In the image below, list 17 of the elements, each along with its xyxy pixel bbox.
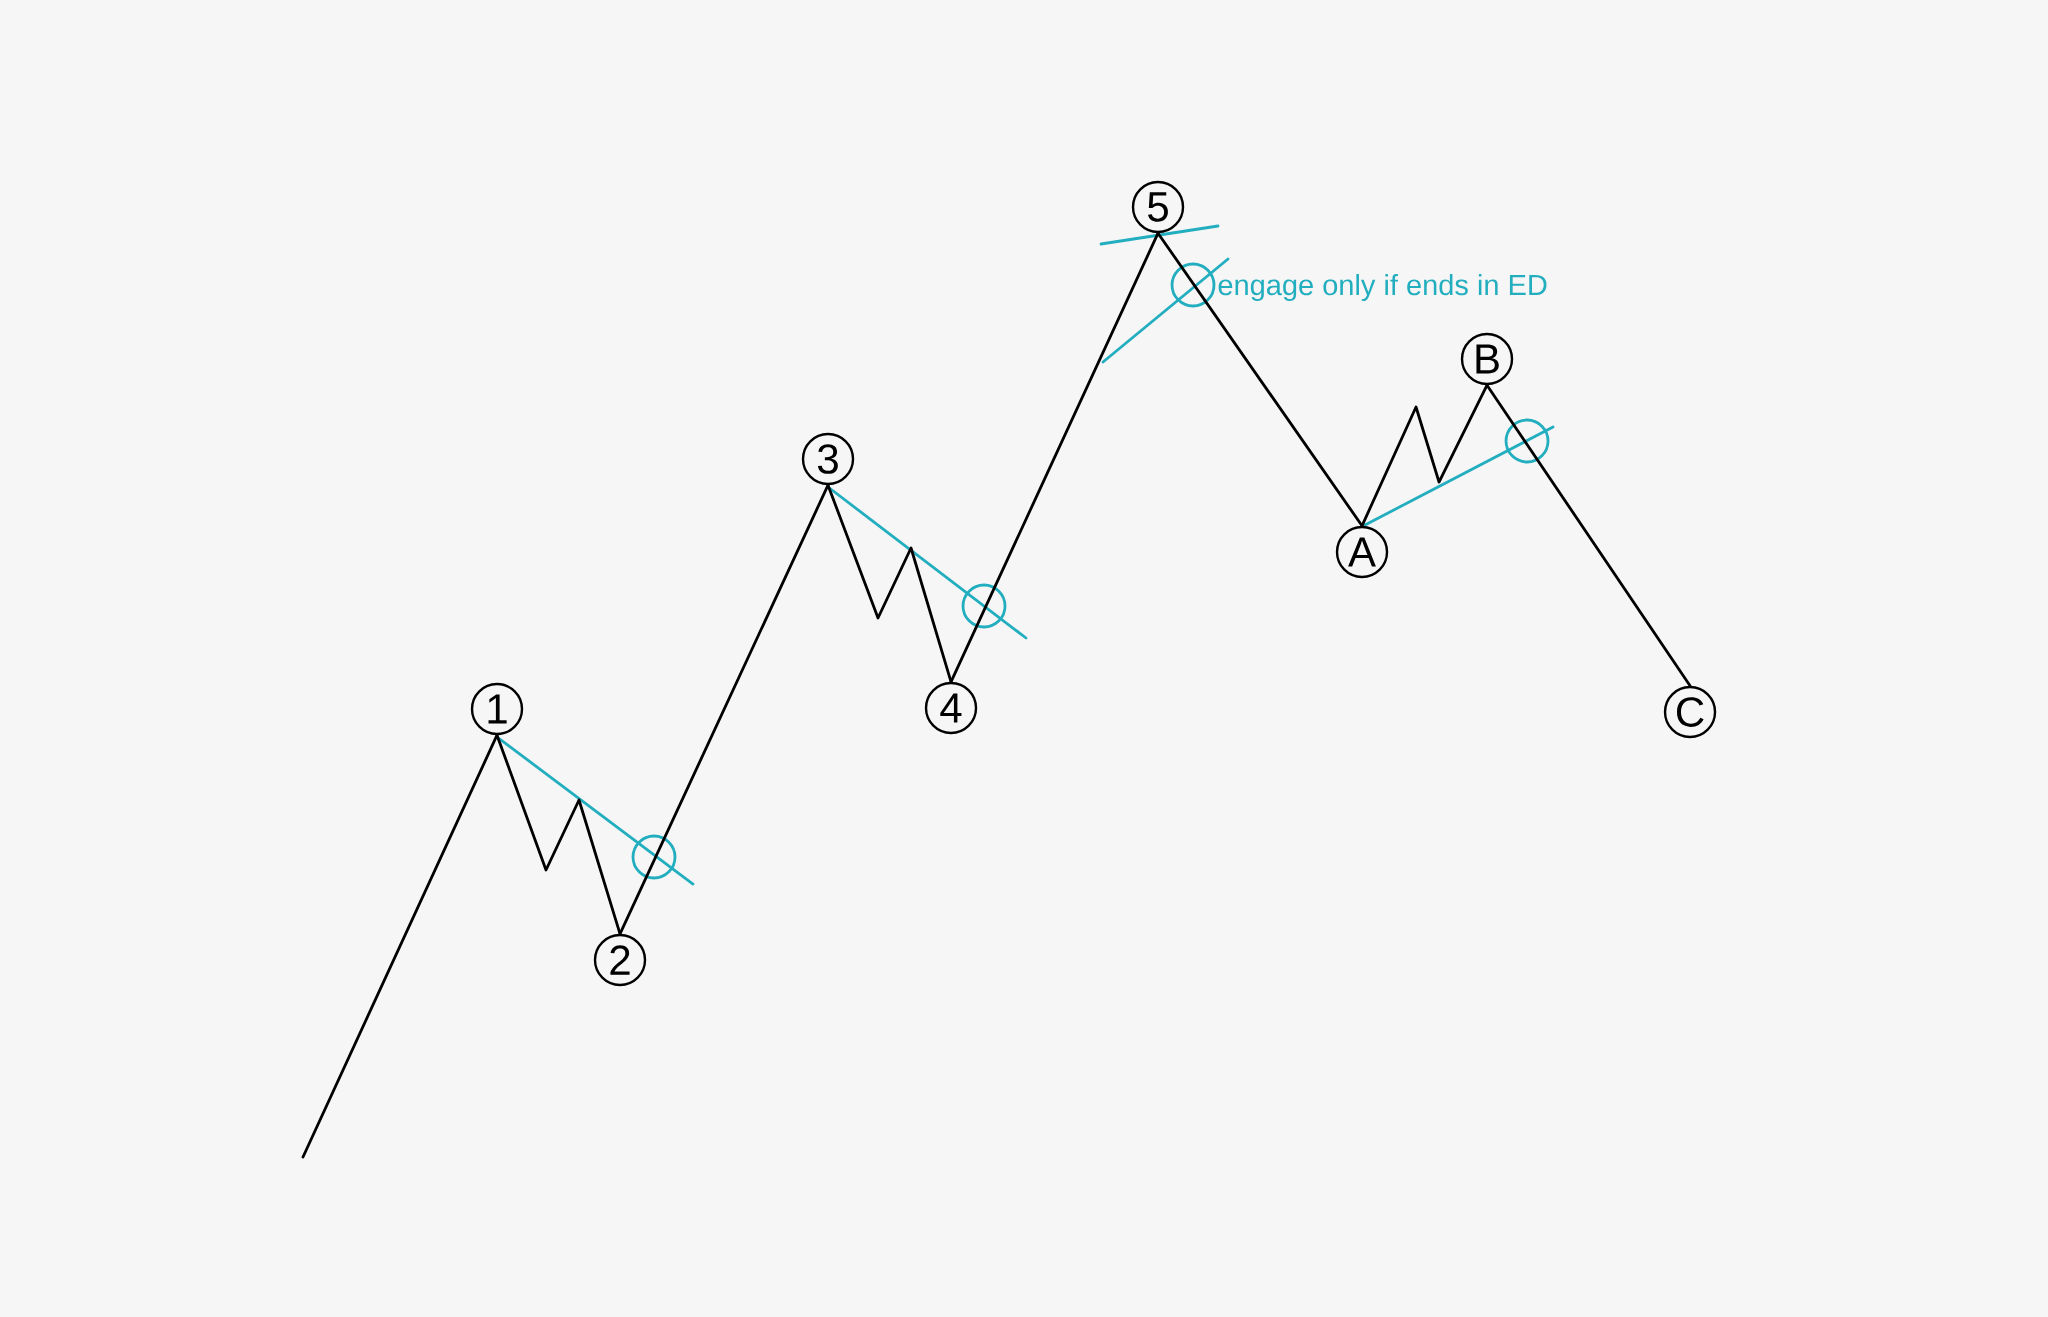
wave-line (949, 231, 1160, 684)
wave-line (618, 483, 830, 936)
circled-label: 2 (593, 933, 647, 987)
wave-line (1485, 383, 1692, 688)
wave-line (1360, 383, 1489, 528)
wave-line (826, 483, 953, 684)
wave-line (1156, 231, 1364, 528)
circled-label: C (1663, 685, 1717, 739)
circled-label: 4 (924, 681, 978, 735)
annotation: engage only if ends in ED (1218, 274, 1547, 302)
wave-line (301, 733, 499, 1159)
wave-line (495, 733, 622, 936)
circled-label: 5 (1131, 180, 1185, 234)
circled-label: 3 (801, 432, 855, 486)
circled-label: A (1335, 525, 1389, 579)
circled-label: B (1460, 332, 1514, 386)
circled-label: 1 (470, 682, 524, 736)
